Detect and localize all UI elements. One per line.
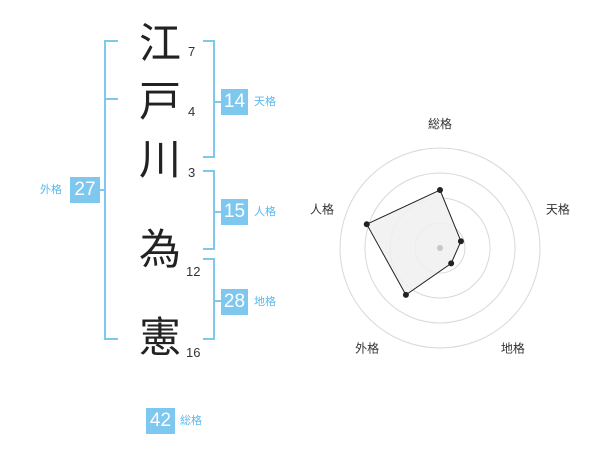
gaikaku-value-badge: 27: [70, 177, 100, 203]
radar-center-dot: [437, 245, 443, 251]
stroke-count-4: 12: [186, 264, 201, 279]
radar-ring-1: [364, 172, 516, 324]
name-char-2: 戸: [138, 77, 181, 126]
chikaku-value-badge: 28: [221, 289, 248, 315]
tenkaku-value-badge: 14: [221, 89, 248, 115]
jinkaku-value-badge: 15: [221, 199, 248, 225]
radar-point-4: [402, 291, 409, 298]
jinkaku-label: 人格: [254, 205, 276, 218]
tenkaku-label: 天格: [254, 95, 276, 108]
radar-axis-label-4: 外格: [355, 340, 379, 355]
radar-axis-label-3: 地格: [501, 340, 525, 355]
stroke-count-5: 16: [186, 345, 201, 360]
radar-axis-label-2: 天格: [546, 202, 570, 217]
name-char-1: 江: [138, 19, 181, 68]
radar-point-2: [457, 238, 464, 245]
radar-point-1: [437, 187, 443, 193]
radar-axis-label-5: 人格: [310, 202, 334, 217]
radar-point-5: [363, 221, 370, 228]
name-char-5: 憲: [138, 313, 181, 362]
soukaku-value-badge: 42: [146, 408, 175, 434]
soukaku-label: 総格: [180, 414, 202, 427]
stroke-count-1: 7: [188, 44, 196, 59]
radar-point-3: [448, 260, 455, 267]
radar-polygon: [366, 189, 462, 296]
chikaku-label: 地格: [254, 295, 276, 308]
name-char-3: 川: [138, 135, 181, 184]
name-char-4: 為: [138, 225, 181, 274]
radar-axis-label-1: 総格: [428, 116, 452, 131]
gaikaku-label: 外格: [40, 183, 62, 196]
stroke-count-3: 3: [188, 165, 196, 180]
stroke-count-2: 4: [188, 104, 196, 119]
